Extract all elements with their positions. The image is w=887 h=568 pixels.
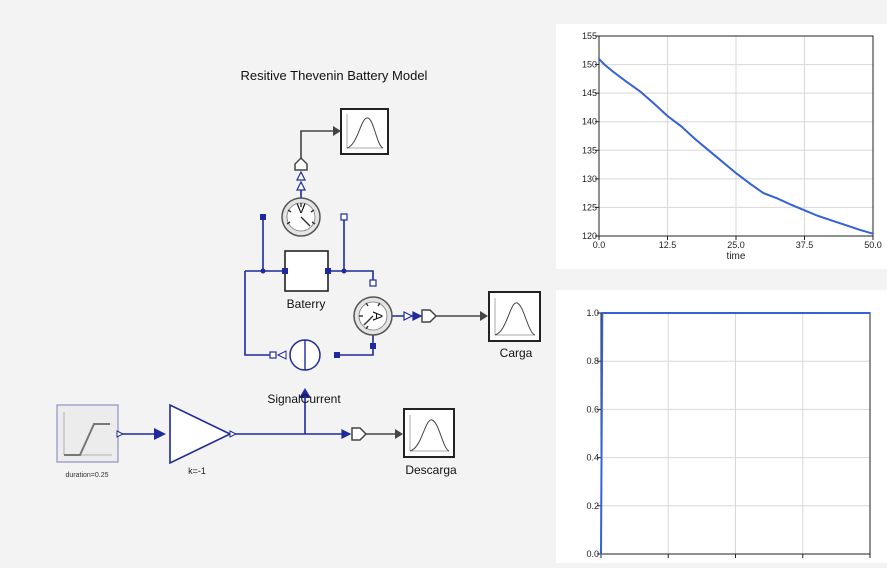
x-axis-label: time bbox=[727, 251, 746, 262]
real-expression-top[interactable] bbox=[294, 156, 308, 191]
y-tick-label-3: 0.6 bbox=[586, 404, 599, 414]
data-point bbox=[748, 182, 751, 185]
data-point bbox=[639, 90, 641, 93]
data-point bbox=[603, 63, 606, 66]
data-point bbox=[680, 125, 683, 128]
data-point bbox=[831, 219, 833, 222]
ammeter-letter: A bbox=[370, 311, 386, 321]
signal-current-source[interactable]: SignalCurrent bbox=[267, 339, 341, 406]
scope-top[interactable] bbox=[340, 108, 389, 155]
battery-label: Baterry bbox=[287, 297, 326, 311]
real-expression-descarga[interactable] bbox=[341, 427, 368, 441]
y-tick-label-0: 120 bbox=[582, 231, 597, 241]
signal-current-label: SignalCurrent bbox=[267, 392, 341, 406]
data-point bbox=[817, 215, 820, 217]
data-point bbox=[707, 149, 710, 152]
data-point bbox=[721, 160, 724, 163]
data-point bbox=[762, 192, 765, 195]
y-tick-label-2: 0.4 bbox=[586, 453, 599, 463]
ammeter-sensor[interactable]: A bbox=[353, 279, 393, 349]
plot-window-current[interactable]: 0.0 0.2 0.4 0.6 0.8 1.0 bbox=[556, 290, 887, 563]
y-tick-label-4: 0.8 bbox=[586, 356, 599, 366]
gain-block[interactable]: k=-1 bbox=[169, 403, 238, 476]
voltmeter-sensor[interactable]: V bbox=[260, 197, 348, 237]
data-point bbox=[803, 209, 806, 212]
diagram-title: Resitive Thevenin Battery Model bbox=[241, 68, 428, 83]
series-line-0-0 bbox=[598, 58, 874, 235]
y-tick-label-0: 0.0 bbox=[586, 549, 599, 559]
battery-block[interactable]: Baterry bbox=[260, 250, 347, 311]
gain-param: k=-1 bbox=[188, 466, 206, 476]
voltage-line-chart: 120 125 130 135 140 145 150 155 0.0 12.5 25.0 37.5 5… bbox=[582, 31, 882, 262]
circuit-wires bbox=[121, 190, 420, 435]
y-tick-label-1: 125 bbox=[582, 202, 597, 212]
data-point bbox=[789, 203, 792, 206]
y-tick-label-3: 135 bbox=[582, 145, 597, 155]
data-point bbox=[598, 57, 600, 60]
data-point bbox=[652, 102, 655, 105]
ramp-param: duration=0.25 bbox=[65, 472, 108, 479]
x-tick-label-4: 50.0 bbox=[864, 240, 882, 250]
y-tick-label-5: 1.0 bbox=[586, 308, 599, 318]
data-point bbox=[858, 228, 861, 231]
signal-wires bbox=[300, 130, 480, 435]
data-point bbox=[844, 224, 847, 227]
data-point bbox=[611, 70, 614, 73]
data-point bbox=[869, 312, 871, 314]
scope-carga[interactable]: Carga bbox=[488, 291, 541, 360]
x-tick-label-3: 37.5 bbox=[796, 240, 814, 250]
y-tick-label-2: 130 bbox=[582, 174, 597, 184]
y-tick-label-5: 145 bbox=[582, 88, 597, 98]
data-point bbox=[666, 115, 669, 117]
current-line-chart: 0.0 0.2 0.4 0.6 0.8 1.0 bbox=[586, 308, 871, 559]
scope-descarga[interactable]: Descarga bbox=[403, 408, 457, 477]
arrow-to-signal-current bbox=[299, 388, 311, 398]
data-point bbox=[735, 172, 737, 175]
arrow-to-carga bbox=[480, 311, 488, 321]
arrow-to-scope-top bbox=[333, 126, 341, 136]
arrow-to-gain bbox=[154, 428, 166, 440]
x-tick-label-0: 0.0 bbox=[593, 240, 606, 250]
real-expression-carga[interactable] bbox=[403, 309, 438, 323]
data-point bbox=[776, 197, 778, 200]
scope-descarga-label: Descarga bbox=[405, 463, 457, 477]
data-point bbox=[625, 80, 628, 83]
data-point bbox=[601, 312, 604, 314]
arrow-to-descarga bbox=[395, 429, 403, 439]
ramp-source-block[interactable]: duration=0.25 bbox=[56, 404, 125, 479]
scope-carga-label: Carga bbox=[500, 346, 533, 360]
data-point bbox=[872, 232, 874, 235]
y-tick-label-7: 155 bbox=[582, 31, 597, 41]
y-tick-label-6: 150 bbox=[582, 60, 597, 70]
x-tick-label-1: 12.5 bbox=[659, 240, 677, 250]
y-tick-label-1: 0.2 bbox=[586, 501, 599, 511]
x-tick-label-2: 25.0 bbox=[727, 240, 745, 250]
voltmeter-letter: V bbox=[296, 200, 306, 216]
y-tick-label-4: 140 bbox=[582, 117, 597, 127]
data-point bbox=[600, 553, 602, 555]
plot-window-voltage[interactable]: 120 125 130 135 140 145 150 155 0.0 12.5 25.0 37.5 5… bbox=[556, 24, 887, 269]
data-point bbox=[694, 137, 696, 140]
block-diagram: Resitive Thevenin Battery Model bbox=[56, 68, 541, 479]
